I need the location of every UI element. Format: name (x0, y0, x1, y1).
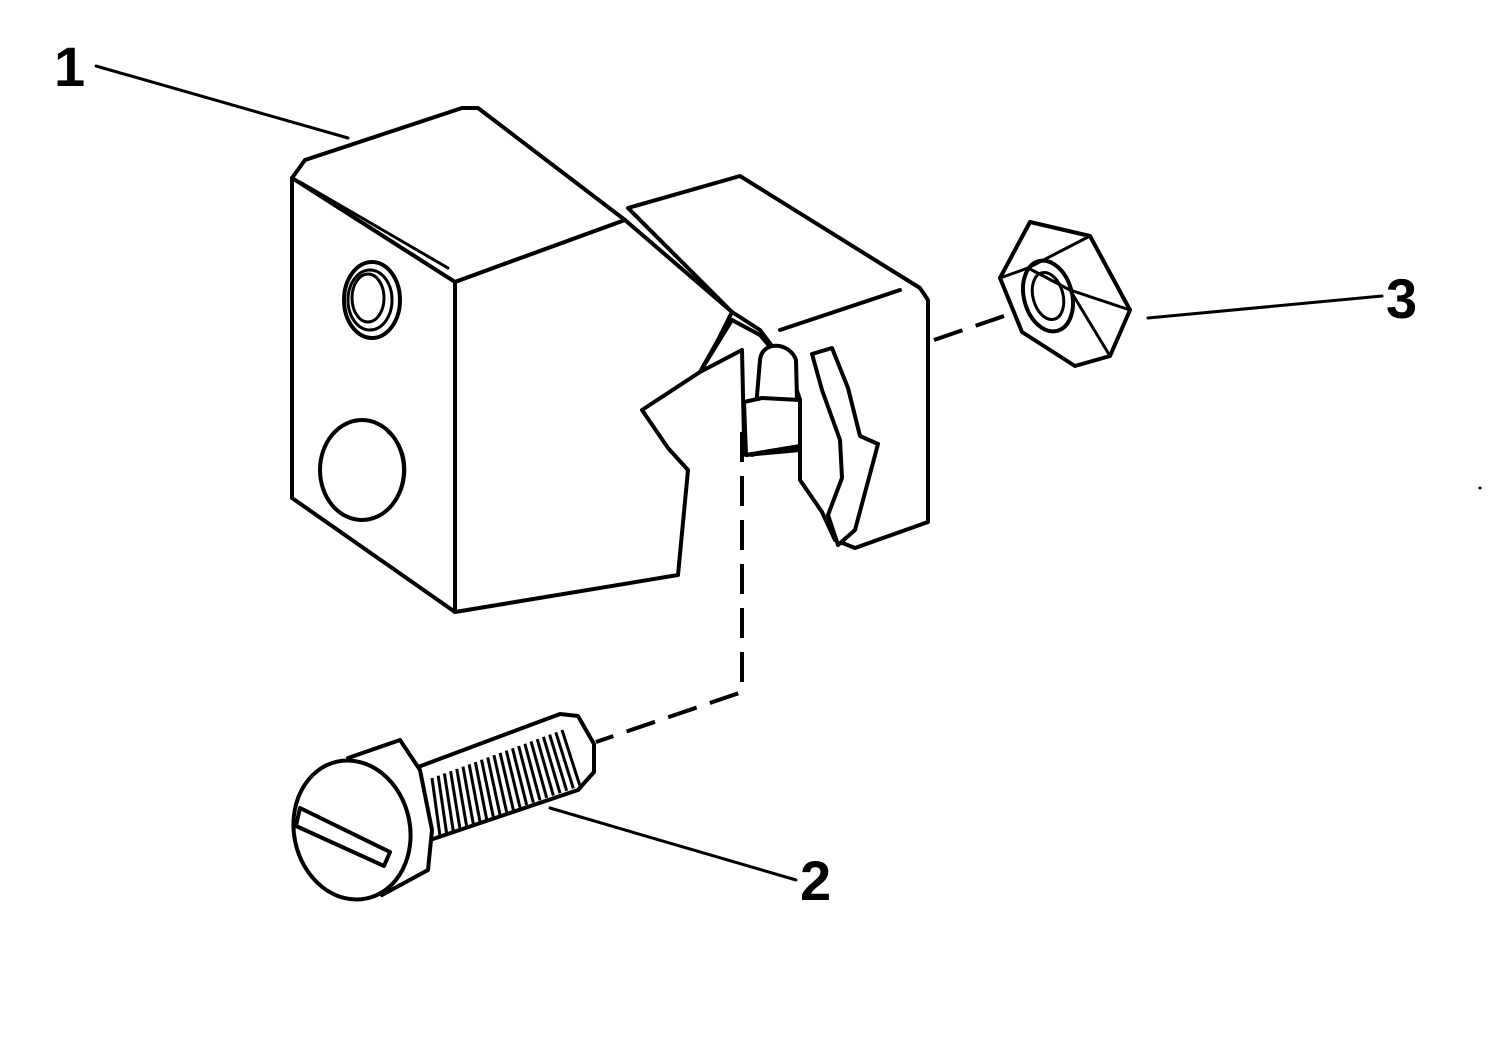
thread-line (529, 741, 549, 799)
hex-nut-icon (998, 220, 1132, 368)
leader-line-3 (1146, 294, 1384, 320)
thread-line (541, 736, 562, 794)
leader-lines (94, 64, 1384, 882)
thread-line (492, 754, 509, 813)
bracket-block-icon (290, 106, 930, 614)
thread-line (436, 775, 449, 834)
thread-line (523, 743, 542, 801)
thread-line (473, 761, 489, 820)
thread-line (560, 729, 582, 787)
leader-line-2 (548, 806, 798, 882)
callout-number-1: 1 (54, 35, 85, 98)
thread-line (498, 752, 515, 811)
thread-line (548, 734, 569, 792)
thread-line (442, 773, 455, 832)
thread-line (511, 747, 529, 806)
stray-dot (1478, 486, 1482, 490)
thread-line (486, 757, 502, 815)
thread-line (517, 745, 535, 804)
assembly-lines (595, 312, 1011, 744)
thread-line (449, 770, 462, 830)
callout-number-2: 2 (800, 849, 831, 912)
callout-number-3: 3 (1386, 267, 1417, 330)
screw-threads (430, 729, 582, 837)
thread-line (554, 731, 575, 789)
thread-line (480, 759, 495, 818)
thread-line (461, 766, 475, 825)
thread-line (535, 738, 555, 796)
thread-line (467, 764, 482, 822)
thread-line (430, 777, 442, 837)
thread-line (504, 750, 522, 808)
slotted-screw-icon (291, 712, 596, 902)
leader-line-1 (94, 64, 350, 140)
thread-line (455, 768, 469, 827)
